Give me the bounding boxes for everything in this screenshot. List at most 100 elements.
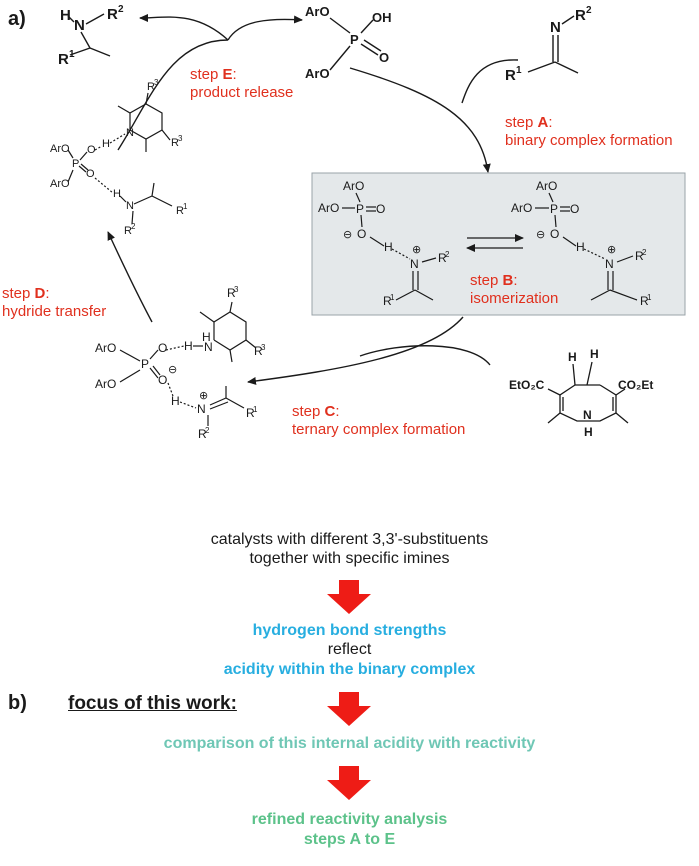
flow-line-refined: refined reactivity analysis xyxy=(251,811,448,828)
svg-text:H: H xyxy=(113,188,121,200)
hantzsch-ester: EtO₂C CO₂Et H H N H xyxy=(509,347,653,439)
svg-text:P: P xyxy=(72,158,79,170)
svg-text:R: R xyxy=(227,286,236,300)
svg-text:N: N xyxy=(550,19,561,36)
svg-text:O: O xyxy=(379,50,389,65)
svg-text:N: N xyxy=(197,402,206,416)
svg-text:ArO: ArO xyxy=(50,143,70,155)
product-complex: ArO P ArO O O H N H N R 2 R 1 R 3 R 3 xyxy=(50,78,188,237)
arrow-imine-join xyxy=(461,59,519,104)
svg-text:N: N xyxy=(126,127,134,139)
svg-text:R: R xyxy=(171,137,179,149)
svg-text:⊖: ⊖ xyxy=(168,364,177,376)
svg-text:R: R xyxy=(505,67,516,84)
svg-text:P: P xyxy=(356,202,364,216)
svg-text:R: R xyxy=(575,7,586,24)
phosphoric-acid: ArO P OH O ArO xyxy=(305,4,392,81)
ternary-complex: ArO P ArO O O ⊖ H N H H N ⊕ R 2 R 1 R 3 … xyxy=(95,285,266,441)
svg-text:O: O xyxy=(86,168,95,180)
svg-text:O: O xyxy=(570,202,579,216)
svg-text:H: H xyxy=(568,350,577,364)
svg-text:P: P xyxy=(141,357,149,371)
svg-text:R: R xyxy=(147,81,155,93)
svg-text:⊖: ⊖ xyxy=(536,229,545,241)
red-arrow-1 xyxy=(327,580,371,614)
flow-line-acidity: acidity within the binary complex xyxy=(223,661,476,678)
svg-text:2: 2 xyxy=(131,222,136,231)
svg-text:N: N xyxy=(583,408,592,422)
svg-text:2: 2 xyxy=(205,426,210,435)
arrow-complex-to-step-e xyxy=(117,39,229,151)
red-arrow-3 xyxy=(327,766,371,800)
svg-text:N: N xyxy=(74,17,85,34)
svg-text:1: 1 xyxy=(253,405,258,414)
svg-text:R: R xyxy=(176,205,184,217)
svg-text:3: 3 xyxy=(261,343,266,352)
svg-text:3: 3 xyxy=(234,285,239,294)
svg-text:R: R xyxy=(383,294,392,308)
svg-text:H: H xyxy=(102,138,110,150)
svg-text:N: N xyxy=(605,257,614,271)
flow-line-steps: steps A to E xyxy=(303,831,396,848)
svg-text:CO₂Et: CO₂Et xyxy=(618,378,653,392)
svg-text:H: H xyxy=(384,240,393,254)
svg-text:ArO: ArO xyxy=(536,179,557,193)
svg-text:EtO₂C: EtO₂C xyxy=(509,378,545,392)
svg-text:R: R xyxy=(635,249,644,263)
svg-text:3: 3 xyxy=(154,78,159,87)
svg-text:1: 1 xyxy=(390,293,395,302)
step-b-label: step B: isomerization xyxy=(470,272,559,307)
step-d-label: step D: hydride transfer xyxy=(2,285,107,320)
flow-line-comparison: comparison of this internal acidity with… xyxy=(163,735,536,752)
svg-text:P: P xyxy=(550,202,558,216)
svg-text:ArO: ArO xyxy=(95,377,116,391)
svg-text:N: N xyxy=(126,200,134,212)
svg-text:2: 2 xyxy=(445,250,450,259)
svg-text:O: O xyxy=(376,202,385,216)
svg-text:H: H xyxy=(590,347,599,361)
svg-text:R: R xyxy=(107,6,118,23)
arrow-step-e-to-product xyxy=(139,13,229,41)
svg-text:ArO: ArO xyxy=(95,341,116,355)
svg-text:3: 3 xyxy=(178,134,183,143)
svg-text:2: 2 xyxy=(586,5,592,16)
svg-text:2: 2 xyxy=(118,4,124,15)
arrow-step-c xyxy=(247,316,464,385)
flow-line-catalysts: catalysts with different 3,3'-substituen… xyxy=(210,531,489,548)
svg-text:R: R xyxy=(124,225,132,237)
product-amine: H N R 2 R 1 xyxy=(58,4,124,68)
svg-text:⊕: ⊕ xyxy=(607,244,616,256)
svg-text:1: 1 xyxy=(183,202,188,211)
svg-text:O: O xyxy=(357,227,366,241)
svg-text:H: H xyxy=(60,7,71,24)
svg-text:H: H xyxy=(584,425,593,439)
svg-text:1: 1 xyxy=(647,293,652,302)
svg-text:ArO: ArO xyxy=(511,201,532,215)
svg-text:R: R xyxy=(58,51,69,68)
flow-line-reflect: reflect xyxy=(327,641,372,658)
arrow-step-d xyxy=(107,231,153,323)
svg-text:R: R xyxy=(198,427,207,441)
step-c-label: step C: ternary complex formation xyxy=(292,403,466,438)
svg-text:ArO: ArO xyxy=(343,179,364,193)
svg-text:ArO: ArO xyxy=(318,201,339,215)
svg-text:H: H xyxy=(184,339,193,353)
svg-text:P: P xyxy=(350,32,359,47)
svg-text:⊖: ⊖ xyxy=(343,229,352,241)
svg-text:⊕: ⊕ xyxy=(412,244,421,256)
binary-complex-amine-form: ArO ArO P O ⊖ O H N ⊕ R 2 R 1 xyxy=(318,179,450,308)
svg-text:O: O xyxy=(158,373,167,387)
svg-text:1: 1 xyxy=(516,65,522,76)
flow-line-imines: together with specific imines xyxy=(249,550,450,567)
arrow-step-a xyxy=(349,67,491,173)
svg-text:O: O xyxy=(87,144,96,156)
svg-text:N: N xyxy=(410,257,419,271)
svg-text:R: R xyxy=(246,406,255,420)
svg-text:ArO: ArO xyxy=(305,66,330,81)
svg-text:N: N xyxy=(204,340,213,354)
svg-text:ArO: ArO xyxy=(50,178,70,190)
focus-title: focus of this work: xyxy=(68,693,237,714)
arrow-step-e-to-acid xyxy=(227,15,303,41)
flow-line-hbond: hydrogen bond strengths xyxy=(252,622,447,639)
arrow-hantzsch-join xyxy=(359,345,491,366)
